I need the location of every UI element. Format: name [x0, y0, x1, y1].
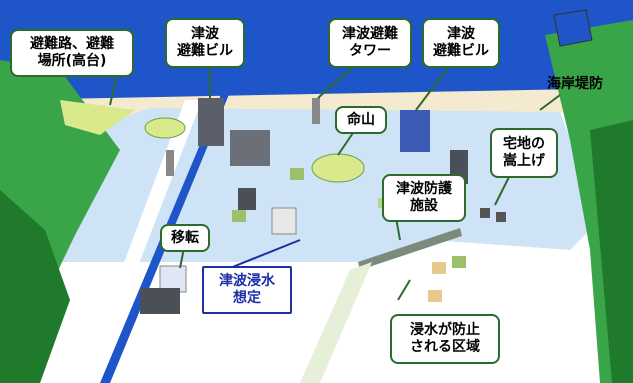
house	[496, 212, 506, 222]
pointer	[224, 239, 301, 271]
tower-pillar	[312, 98, 320, 124]
label-seawall: 海岸堤防	[547, 75, 603, 92]
label-tsunami-building-left: 津波 避難ビル	[165, 18, 245, 68]
house	[232, 210, 246, 222]
label-life-hill: 命山	[335, 106, 387, 134]
evac-building-left	[198, 98, 224, 146]
house	[452, 256, 466, 268]
pointer	[415, 64, 451, 111]
pointer	[539, 94, 561, 111]
label-house-raising: 宅地の 嵩上げ	[490, 128, 558, 178]
pointer	[397, 279, 411, 301]
road-path	[300, 262, 372, 383]
seawall-icon	[553, 9, 593, 47]
relocated-block	[140, 288, 180, 314]
pointer	[337, 129, 356, 156]
inundation-zone	[60, 108, 600, 262]
label-tsunami-tower: 津波避難 タワー	[328, 18, 412, 68]
hospital	[271, 207, 297, 235]
house	[290, 168, 304, 180]
house	[428, 290, 442, 302]
high-ground	[60, 100, 135, 135]
label-relocation: 移転	[160, 224, 210, 252]
small-mound	[144, 117, 186, 139]
defense-wall	[358, 228, 462, 270]
label-tsunami-defense: 津波防護 施設	[382, 174, 466, 222]
tower-pillar-2	[166, 150, 174, 176]
right-hill-shadow	[590, 120, 633, 383]
house	[432, 262, 446, 274]
label-inundation-assumed: 津波浸水 想定	[202, 266, 292, 314]
main-road	[110, 100, 202, 300]
evac-building-right	[400, 110, 430, 152]
pointer	[494, 174, 511, 206]
relocated-building	[159, 265, 187, 293]
left-hill-shadow	[0, 190, 70, 383]
apartment-block	[230, 130, 270, 166]
label-evac-route: 避難路、避難 場所(高台)	[10, 29, 134, 77]
house	[480, 208, 490, 218]
label-tsunami-building-right: 津波 避難ビル	[422, 18, 500, 68]
small-building	[238, 188, 256, 210]
pointer	[317, 64, 356, 99]
label-flood-prevented-area: 浸水が防止 される区域	[390, 314, 500, 364]
life-hill-mound	[311, 153, 365, 183]
